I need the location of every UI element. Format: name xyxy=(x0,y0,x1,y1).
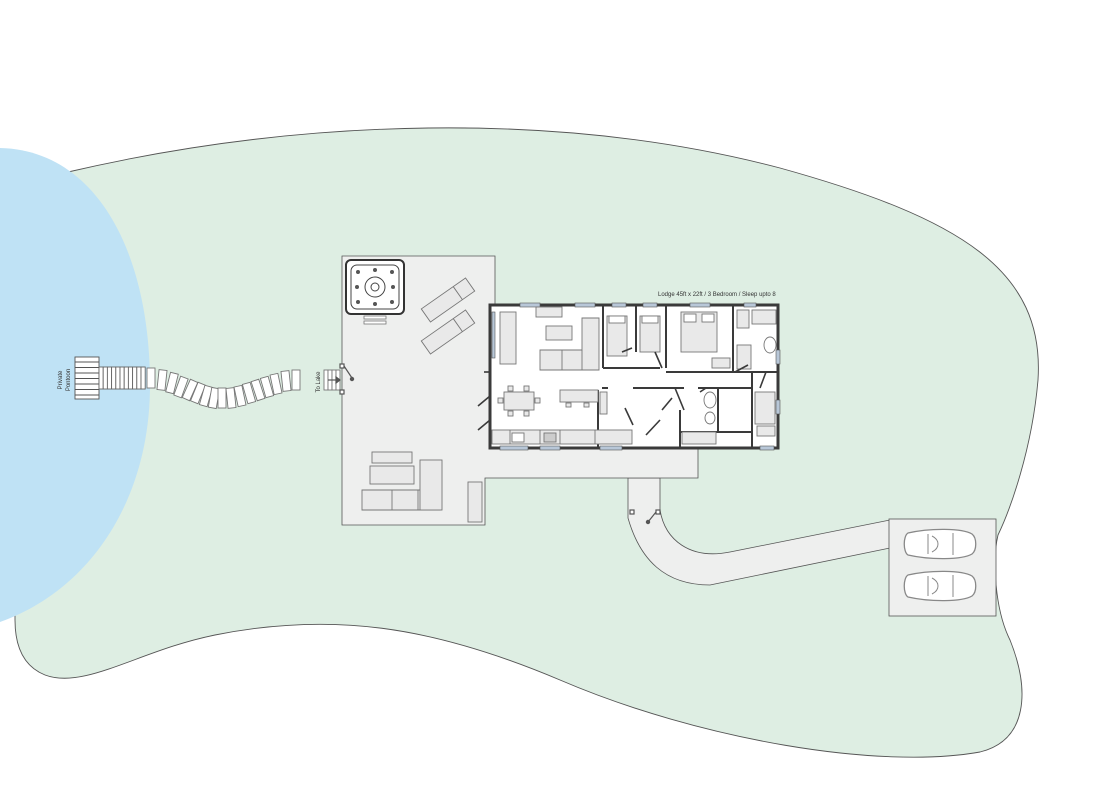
jetty-plank xyxy=(132,366,138,390)
jetty-plank xyxy=(98,366,104,390)
stepping-stone xyxy=(291,369,301,391)
jetty-plank xyxy=(140,366,146,390)
outdoor-seating xyxy=(361,451,483,523)
stepping-stone xyxy=(189,381,207,405)
stepping-stone xyxy=(241,381,257,405)
stepping-stone xyxy=(173,375,189,399)
gate-to-parking xyxy=(629,509,661,525)
lodge xyxy=(477,302,781,451)
lodge-label: Lodge 45ft x 22ft / 3 Bedroom / Sleep up… xyxy=(658,292,776,298)
jetty-plank xyxy=(123,366,129,390)
jetty-plank xyxy=(106,366,113,390)
hot-tub xyxy=(345,259,405,325)
stepping-stone xyxy=(217,387,227,409)
stepping-stone xyxy=(181,378,199,402)
pontoon xyxy=(74,356,100,400)
stepping-stone xyxy=(165,371,179,395)
svg-text:Private: Private xyxy=(58,370,64,389)
to-lake-label: To Lake xyxy=(316,371,322,393)
stepping-stone xyxy=(146,367,156,389)
car-2-icon xyxy=(903,570,977,602)
stepping-stone xyxy=(225,387,237,409)
jetty-plank xyxy=(136,366,142,390)
stepping-stone xyxy=(156,369,168,391)
car-1-icon xyxy=(903,528,977,560)
pontoon-label: Private Pontoon xyxy=(58,369,72,391)
stepping-stone xyxy=(269,372,283,396)
deck-step xyxy=(323,369,329,391)
jetty xyxy=(98,366,146,390)
jetty-plank xyxy=(119,366,125,390)
stepping-stone xyxy=(250,378,266,402)
jetty-plank xyxy=(111,366,117,390)
stepping-stones xyxy=(146,367,341,410)
jetty-plank xyxy=(127,366,134,390)
jetty-plank xyxy=(115,366,121,390)
stepping-stone xyxy=(233,384,247,408)
svg-text:To Lake: To Lake xyxy=(316,371,322,393)
jetty-plank xyxy=(102,366,108,390)
svg-text:Pontoon: Pontoon xyxy=(66,369,72,391)
gate-to-lake xyxy=(328,363,355,395)
stepping-stone xyxy=(280,370,292,392)
sun-loungers xyxy=(420,277,476,355)
stepping-stone xyxy=(259,375,275,399)
